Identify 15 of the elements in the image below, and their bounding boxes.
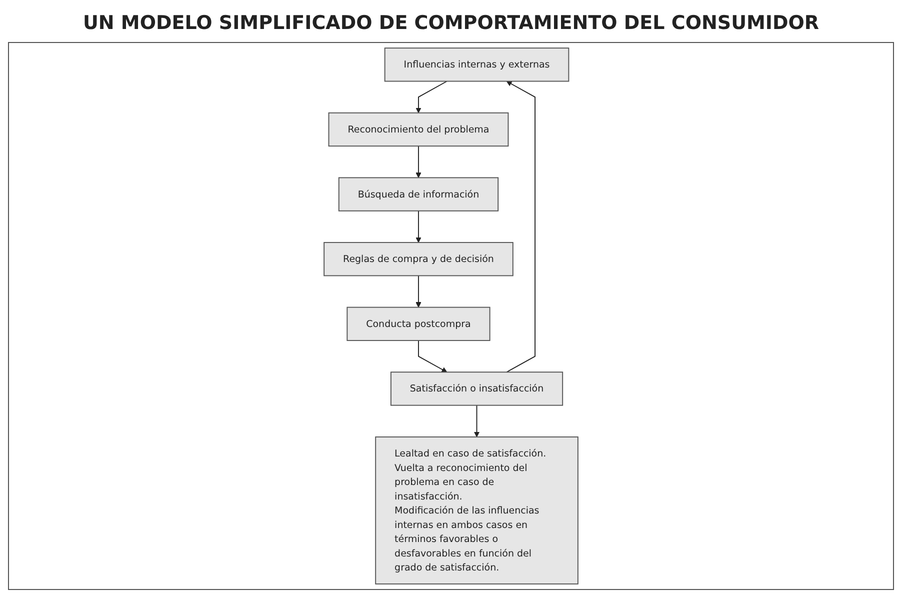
arrow xyxy=(506,81,536,373)
node-box: Lealtad en caso de satisfacción. Vuelta a reconocimiento del problema en caso de insatisfacción. Modificación de las influencias internas en ambos casos en términos favorables o desfavorables en función del grado de satisfacción. xyxy=(375,436,578,584)
arrow xyxy=(474,404,480,438)
diagram-title: UN MODELO SIMPLIFICADO DE COMPORTAMIENTO DEL CONSUMIDOR xyxy=(82,12,820,34)
node-box: Satisfacción o insatisfacción xyxy=(390,372,564,406)
arrow xyxy=(416,146,422,178)
node-box: Reglas de compra y de decisión xyxy=(324,242,514,276)
arrow xyxy=(416,80,448,114)
arrow xyxy=(416,210,422,243)
node-box: Reconocimiento del problema xyxy=(328,112,509,147)
node-box: Búsqueda de información xyxy=(338,177,499,212)
node-box: Conducta postcompra xyxy=(346,306,490,341)
arrow xyxy=(418,340,448,372)
node-box: Influencias internas y externas xyxy=(384,48,570,82)
arrow xyxy=(416,275,422,308)
